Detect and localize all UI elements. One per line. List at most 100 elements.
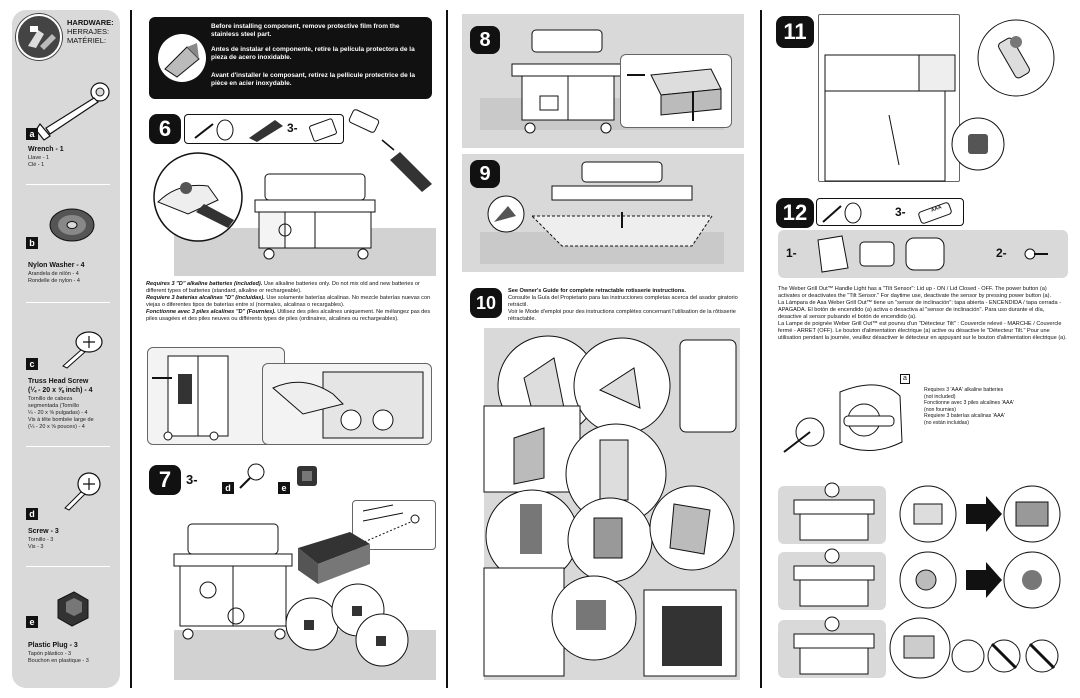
step6-text-es-bold: Requiere 3 baterías alcalinas "D" (inclu… bbox=[146, 295, 265, 301]
battery-d-icon bbox=[249, 120, 283, 142]
screw-icon bbox=[64, 472, 101, 511]
hardware-title: HARDWARE: HERRAJES: MATÉRIEL: bbox=[67, 18, 114, 45]
step-number-12: 12 bbox=[776, 198, 814, 228]
hardware-sidebar: HARDWARE: HERRAJES: MATÉRIEL: a Wrench -… bbox=[12, 10, 120, 688]
part-name-truss-screw: Truss Head Screw bbox=[28, 378, 89, 385]
part-es-truss-screw-2: segmentada (Tornillo bbox=[28, 403, 80, 409]
grill-step7-drawing bbox=[173, 523, 293, 640]
step12-text: The Weber Grill Out™ Handle Light has a … bbox=[778, 286, 1068, 342]
step10-panel bbox=[483, 328, 740, 680]
step-number-10: 10 bbox=[470, 288, 502, 318]
step6-text-en: Use alkaline batteries only. Do not mix … bbox=[146, 281, 420, 294]
power-button-callout: a bbox=[900, 374, 910, 384]
step12-sub-strip: 1- 2- bbox=[778, 230, 1068, 278]
protective-film-warning: Before installing component, remove prot… bbox=[149, 17, 432, 99]
step12-sub2: 2- bbox=[996, 246, 1007, 260]
small-screw-icon bbox=[1024, 248, 1048, 260]
step7-quantity: 3- bbox=[186, 472, 198, 487]
step10-text-fr: Voir le Mode d'emploi pour des instructi… bbox=[508, 309, 736, 322]
washer-icon bbox=[49, 208, 95, 242]
part-letter-b: b bbox=[26, 237, 38, 249]
handle-light-mount-sequence bbox=[793, 482, 1061, 679]
part-name-wrench: Wrench - 1 bbox=[28, 146, 64, 153]
wrench-icon bbox=[35, 82, 110, 141]
part-es-washer: Arandela de nilón - 4 bbox=[28, 271, 79, 277]
part-es-truss-screw-3: ¼ - 20 x ⅝ pulgadas) - 4 bbox=[28, 410, 88, 416]
divider bbox=[26, 566, 110, 567]
step7-part-d: d bbox=[222, 482, 234, 494]
step6-text-fr-bold: Fonctionne avec 3 piles alcalines "D" (F… bbox=[146, 309, 276, 315]
aaa-battery-note: Requires 3 'AAA' alkaline batteries (not… bbox=[924, 387, 1064, 426]
step-number-9: 9 bbox=[470, 160, 500, 188]
part-fr-plug: Bouchon en plastique - 3 bbox=[28, 658, 89, 664]
power-button-press-diagram bbox=[272, 371, 424, 439]
part-name-washer: Nylon Washer - 4 bbox=[28, 262, 85, 269]
grill-step6-drawing bbox=[254, 173, 376, 260]
step12-text-es: La Lámpara de Asa Weber Grill Out™ tiene… bbox=[778, 300, 1062, 320]
column-divider bbox=[446, 10, 448, 688]
battery-note-fr: Fonctionne avec 3 piles alcalines 'AAA' bbox=[924, 400, 1014, 406]
step6-quantity: 3- bbox=[287, 121, 298, 135]
step12-quantity: 3- bbox=[895, 205, 906, 219]
side-shelf-bracket-drawing bbox=[298, 532, 370, 584]
grill-step9-drawing bbox=[530, 161, 713, 247]
part-name-plug: Plastic Plug - 3 bbox=[28, 642, 78, 649]
step10-text-es: Consulte la Guía del Propietario para la… bbox=[508, 295, 738, 308]
part-name-screw: Screw - 3 bbox=[28, 528, 59, 535]
hardware-badge-icon bbox=[16, 14, 62, 60]
step11-connector-closeup bbox=[977, 19, 1055, 97]
handle-light-battery-diagram bbox=[783, 384, 903, 453]
part-fr-washer: Rondelle de nylon - 4 bbox=[28, 278, 80, 284]
step7-screw-closeup bbox=[352, 500, 436, 550]
step8-drip-tray-closeup bbox=[620, 54, 732, 128]
part-es-truss-screw-1: Tornillo de cabeza bbox=[28, 396, 73, 402]
step11-switch-closeup bbox=[951, 117, 1005, 171]
step6-illustration-right bbox=[262, 363, 432, 445]
grill-step8-drawing bbox=[511, 29, 623, 134]
step6-tools-strip: 3- bbox=[184, 114, 344, 144]
step7-plug-closeups bbox=[285, 583, 409, 667]
grill-side-panel-diagram bbox=[824, 54, 956, 182]
divider bbox=[26, 446, 110, 447]
step6-hand-closeup bbox=[153, 152, 243, 242]
screw-icon bbox=[239, 463, 265, 489]
part-letter-e: e bbox=[26, 616, 38, 628]
battery-note-es: Requiere 3 baterías alcalinas 'AAA' bbox=[924, 413, 1005, 419]
part-letter-a: a bbox=[26, 128, 38, 140]
screwdriver-icon bbox=[822, 202, 862, 224]
light-housing-parts-diagram bbox=[817, 235, 945, 273]
warning-text-en: Before installing component, remove prot… bbox=[211, 23, 400, 38]
column-divider bbox=[130, 10, 132, 688]
step12-sub1: 1- bbox=[786, 246, 797, 260]
step-number-11: 11 bbox=[776, 16, 814, 48]
plastic-plug-icon bbox=[297, 466, 317, 486]
battery-tube-diagram bbox=[152, 355, 229, 441]
part-letter-c: c bbox=[26, 358, 38, 370]
drip-tray-diagram bbox=[627, 68, 722, 121]
part-es-plug: Tapón plástico - 3 bbox=[28, 651, 72, 657]
part-es-screw: Tornillo - 3 bbox=[28, 537, 54, 543]
peel-film-icon bbox=[158, 34, 206, 82]
part-fr-wrench: Clé - 1 bbox=[28, 162, 45, 168]
step-number-8: 8 bbox=[470, 26, 500, 54]
step6-text-es: Use solamente baterías alcalinas. No mez… bbox=[146, 295, 431, 308]
divider bbox=[26, 302, 110, 303]
rotisserie-install-diagrams bbox=[483, 335, 737, 677]
part-fr-truss-screw-1: Vis à tête bombée large de bbox=[28, 417, 94, 423]
step12-text-fr: La Lampe de poignée Weber Grill Out™ est… bbox=[778, 321, 1067, 341]
step-number-7: 7 bbox=[149, 465, 181, 495]
battery-aaa-icon bbox=[918, 202, 952, 224]
plastic-plug-icon bbox=[57, 591, 89, 627]
step6-battery-text: Requires 3 "D" alkaline batteries (inclu… bbox=[146, 281, 438, 323]
battery-note-fr-2: (non fournies) bbox=[924, 406, 957, 413]
column-divider bbox=[760, 10, 762, 688]
step8-panel: 8 bbox=[462, 14, 744, 148]
part-es-wrench: Llave - 1 bbox=[28, 155, 50, 161]
step7-part-e: e bbox=[278, 482, 290, 494]
screwdriver-icon bbox=[194, 119, 234, 141]
part-fr-screw: Vis - 3 bbox=[28, 544, 44, 550]
battery-note-es-2: (no están incluidas) bbox=[924, 419, 969, 426]
step10-text: See Owner's Guide for complete retractab… bbox=[508, 288, 740, 323]
step9-hand-icon bbox=[487, 195, 525, 233]
part-fr-truss-screw-2: (¼ - 20 x ⅝ pouces) - 4 bbox=[28, 424, 85, 430]
